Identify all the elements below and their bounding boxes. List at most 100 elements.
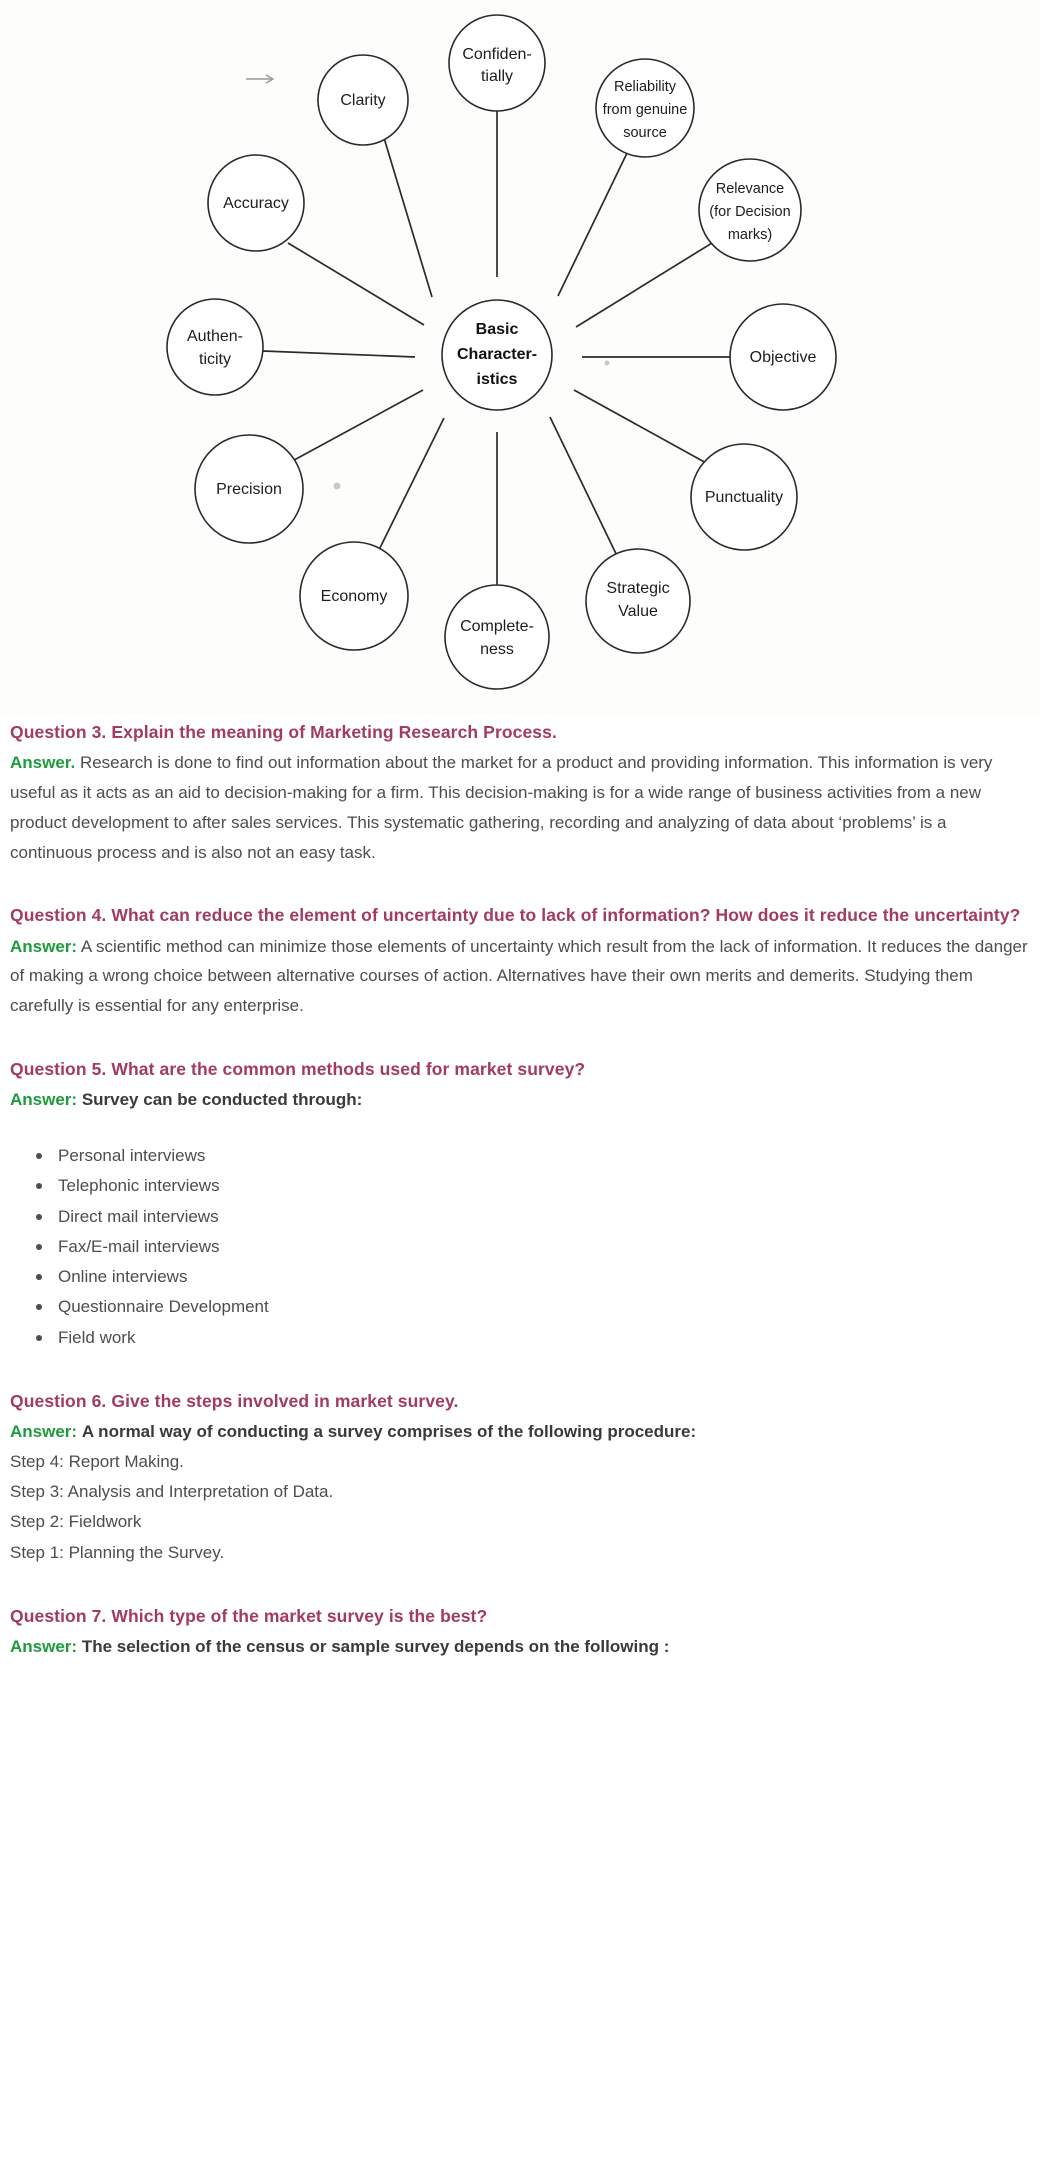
node-punctuality: Punctuality <box>690 443 798 551</box>
list-item: Field work <box>36 1323 1028 1353</box>
question-number-q7: Question 7. <box>10 1605 107 1626</box>
question-block-q5: Question 5. What are the common methods … <box>10 1055 1028 1353</box>
survey-step: Step 3: Analysis and Interpretation of D… <box>10 1482 334 1502</box>
survey-step: Step 2: Fieldwork <box>10 1512 142 1532</box>
node-accuracy-label: Accuracy <box>223 195 289 212</box>
node-relevance-circle <box>698 158 802 262</box>
question-heading-q6: Question 6. Give the steps involved in m… <box>10 1387 1028 1415</box>
list-item: Online interviews <box>36 1262 1028 1292</box>
spoke-relevance <box>575 242 713 328</box>
section-spacer <box>10 1353 1028 1387</box>
node-punctuality-label: Punctuality <box>705 489 783 506</box>
survey-step: Step 1: Planning the Survey. <box>10 1542 225 1562</box>
node-relevance-label-3: marks) <box>728 227 772 243</box>
node-clarity: Clarity <box>317 54 409 146</box>
question-block-q4: Question 4. What can reduce the element … <box>10 901 1028 1021</box>
node-strategic-value: Strategic Value <box>585 548 691 654</box>
node-relevance: Relevance (for Decision marks) <box>698 158 802 262</box>
node-completeness: Complete- ness <box>444 584 550 690</box>
answer-label-q5: Answer: <box>10 1090 78 1110</box>
center-label-line-3: istics <box>477 371 518 388</box>
question-title-q5: What are the common methods used for mar… <box>111 1058 586 1079</box>
question-heading-q3: Question 3. Explain the meaning of Marke… <box>10 718 1028 746</box>
node-completeness-circle <box>444 584 550 690</box>
question-number-q3: Question 3. <box>10 722 107 742</box>
center-label-line-1: Basic <box>476 321 519 338</box>
question-heading-q7: Question 7. Which type of the market sur… <box>10 1602 1028 1630</box>
question-block-q6: Question 6. Give the steps involved in m… <box>10 1387 1028 1568</box>
question-title-q4: What can reduce the element of uncertain… <box>111 905 1021 926</box>
node-confidentially-label-2: tially <box>481 68 513 85</box>
spoke-authenticity <box>262 350 416 358</box>
question-heading-q4: Question 4. What can reduce the element … <box>10 901 1028 929</box>
paper-speck <box>604 360 610 366</box>
list-item: Questionnaire Development <box>36 1292 1028 1322</box>
paper-speck <box>333 482 341 490</box>
basic-characteristics-diagram: Basic Character- istics Clarity Confiden… <box>0 0 1040 718</box>
qa-content: Question 3. Explain the meaning of Marke… <box>0 718 1040 1688</box>
answer-label-q4: Answer: <box>10 936 78 956</box>
node-economy-circle <box>299 541 409 651</box>
answer-text-q4: A scientific method can minimize those e… <box>10 936 1028 1016</box>
question-block-q7: Question 7. Which type of the market sur… <box>10 1602 1028 1662</box>
node-accuracy-circle <box>207 154 305 252</box>
node-completeness-label-2: ness <box>480 641 514 658</box>
spoke-precision <box>284 389 424 466</box>
stray-arrow-icon <box>246 74 275 84</box>
answer-block-q7: Answer: The selection of the census or s… <box>10 1632 1028 1662</box>
section-spacer <box>10 867 1028 901</box>
spoke-accuracy <box>287 242 425 326</box>
node-strategic-value-label-1: Strategic <box>606 580 669 597</box>
question-block-q3: Question 3. Explain the meaning of Marke… <box>10 718 1028 867</box>
section-spacer <box>10 1021 1028 1055</box>
answer-lead-q7: The selection of the census or sample su… <box>81 1637 670 1657</box>
node-authenticity-circle <box>166 298 264 396</box>
spoke-strategic <box>549 416 621 563</box>
node-relevance-label-2: (for Decision <box>709 204 790 220</box>
spoke-reliability <box>557 150 629 297</box>
list-item: Fax/E-mail interviews <box>36 1232 1028 1262</box>
diagram-canvas: Basic Character- istics Clarity Confiden… <box>166 14 837 690</box>
section-spacer <box>10 1568 1028 1602</box>
answer-block-q5: Answer: Survey can be conducted through: <box>10 1085 1028 1115</box>
node-basic-characteristics: Basic Character- istics <box>441 299 553 411</box>
spokes-group <box>262 105 730 592</box>
node-reliability-label-2: from genuine <box>603 102 688 118</box>
node-strategic-value-circle <box>585 548 691 654</box>
answer-lead-q5: Survey can be conducted through: <box>81 1090 363 1110</box>
answer-block-q3: Answer. Research is done to find out inf… <box>10 748 1028 867</box>
answer-lead-q6: A normal way of conducting a survey comp… <box>81 1422 697 1442</box>
node-precision-circle <box>194 434 304 544</box>
node-reliability-label-3: source <box>623 125 667 141</box>
node-objective-label: Objective <box>750 349 817 366</box>
list-item: Direct mail interviews <box>36 1202 1028 1232</box>
question-number-q6: Question 6. <box>10 1390 107 1411</box>
node-confidentially-label-1: Confiden- <box>462 46 531 63</box>
answer-text-q3: Research is done to find out information… <box>10 753 993 862</box>
node-authenticity-label-1: Authen- <box>187 328 243 345</box>
answer-label-q3: Answer. <box>10 753 76 773</box>
node-confidentially-circle <box>448 14 546 112</box>
node-reliability-circle <box>595 58 695 158</box>
question-title-q6: Give the steps involved in market survey… <box>111 1390 459 1411</box>
node-strategic-value-label-2: Value <box>618 603 658 620</box>
node-punctuality-circle <box>690 443 798 551</box>
list-item: Telephonic interviews <box>36 1171 1028 1201</box>
spoke-clarity <box>377 117 433 298</box>
answer-label-q7: Answer: <box>10 1637 78 1657</box>
answer-block-q6: Answer: A normal way of conducting a sur… <box>10 1417 1028 1447</box>
node-economy-label: Economy <box>321 588 388 605</box>
question-number-q5: Question 5. <box>10 1058 107 1079</box>
node-accuracy: Accuracy <box>207 154 305 252</box>
spoke-punctuality <box>573 389 709 465</box>
node-precision-label: Precision <box>216 481 282 498</box>
node-precision: Precision <box>194 434 304 544</box>
answer-block-q4: Answer: A scientific method can minimize… <box>10 932 1028 1021</box>
node-clarity-circle <box>317 54 409 146</box>
node-objective-circle <box>729 303 837 411</box>
list-item: Personal interviews <box>36 1141 1028 1171</box>
node-relevance-label-1: Relevance <box>716 181 785 197</box>
center-label-line-2: Character- <box>457 346 537 363</box>
node-economy: Economy <box>299 541 409 651</box>
